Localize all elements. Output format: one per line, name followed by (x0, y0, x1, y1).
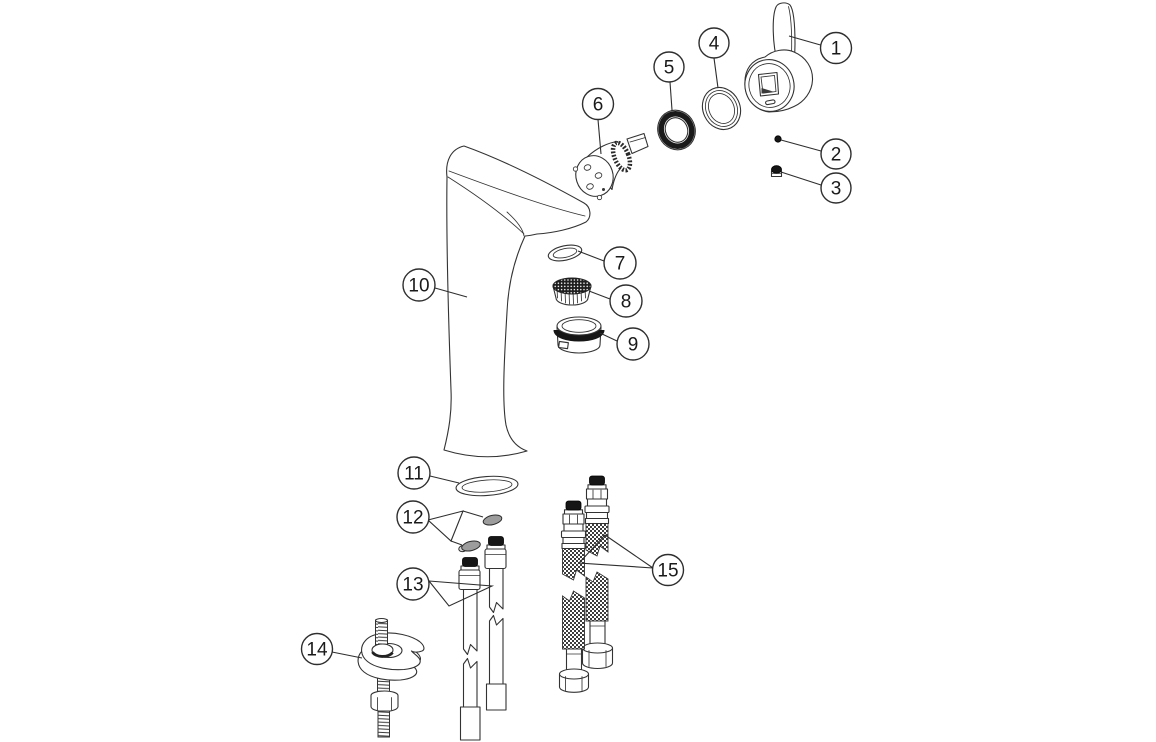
part-aerator-housing (553, 316, 605, 354)
aerator-mesh-face (552, 277, 592, 295)
leader-line-5 (669, 81, 673, 111)
spout-rim-line (448, 170, 586, 217)
callout-8: 8 (588, 284, 643, 318)
callout-number-11: 11 (404, 464, 424, 485)
callout-bubble-12 (396, 500, 430, 534)
callout-bubble-8 (609, 284, 643, 318)
fixing-stud-right (484, 536, 507, 711)
callout-7: 7 (577, 246, 637, 280)
callout-number-4: 4 (709, 34, 720, 55)
leader-tick-12 (462, 510, 484, 518)
callout-13: 13 (396, 567, 495, 607)
callout-10: 10 (402, 268, 468, 302)
leader-line-2 (780, 139, 822, 152)
callout-number-10: 10 (408, 276, 429, 297)
callout-number-14: 14 (306, 640, 328, 661)
callout-number-1: 1 (831, 39, 842, 60)
leader-line-10 (434, 287, 468, 298)
callout-1: 1 (788, 31, 853, 65)
callout-number-6: 6 (593, 95, 604, 116)
part-seal-ring (701, 86, 742, 131)
callout-number-3: 3 (831, 179, 842, 200)
leader-line-4 (713, 57, 719, 89)
part-handle-cap (770, 165, 783, 178)
leader-line-7 (577, 250, 605, 262)
callout-number-13: 13 (402, 575, 423, 596)
leader-line-11 (429, 475, 460, 484)
callout-number-15: 15 (657, 561, 678, 582)
leader-line-12 (426, 510, 464, 542)
part-flexible-hoses (558, 475, 614, 693)
part-aerator-insert (552, 277, 592, 306)
part-tap-body (443, 145, 591, 458)
callout-bubble-13 (396, 567, 430, 601)
callout-number-8: 8 (621, 292, 632, 313)
callout-bubble-2 (820, 138, 852, 170)
leader-line-1 (788, 35, 821, 46)
leader-line-15 (577, 534, 655, 569)
callout-bubble-11 (397, 456, 431, 490)
part-handle (744, 2, 814, 113)
callout-15: 15 (577, 534, 685, 587)
leader-line-13 (427, 580, 495, 607)
flexible-hose-left (558, 500, 590, 693)
leader-line-3 (780, 171, 822, 186)
part-fixing-studs (458, 536, 507, 741)
callout-bubble-9 (616, 327, 650, 361)
callout-12: 12 (396, 500, 484, 546)
callout-bubble-14 (300, 632, 334, 666)
part-spout-washer (547, 244, 583, 262)
callout-bubble-1 (819, 31, 853, 65)
leader-tick-12 (450, 540, 463, 546)
part-base-gaskets (458, 514, 503, 553)
spout-underside-line (447, 176, 525, 235)
callout-9: 9 (599, 327, 650, 361)
callout-bubble-3 (820, 172, 852, 204)
part-grub-screw (774, 135, 782, 143)
spout-neck-line (506, 211, 525, 237)
callout-number-5: 5 (664, 58, 675, 79)
callout-4: 4 (698, 27, 730, 89)
part-retaining-nut (657, 109, 696, 151)
callout-number-12: 12 (402, 508, 423, 529)
leader-line-8 (588, 290, 611, 300)
flexible-hose-right (581, 475, 614, 670)
leader-line-6 (597, 119, 602, 155)
callout-bubble-15 (651, 553, 685, 587)
callout-14: 14 (300, 632, 363, 666)
callout-3: 3 (780, 171, 852, 204)
callout-2: 2 (780, 138, 852, 170)
callout-number-9: 9 (628, 335, 639, 356)
leader-line-14 (331, 651, 363, 659)
callout-bubble-5 (653, 51, 685, 83)
callout-6: 6 (581, 87, 615, 155)
leader-line-9 (599, 332, 618, 342)
callout-number-7: 7 (615, 254, 626, 275)
callout-number-2: 2 (831, 145, 842, 166)
part-base-o-ring (455, 475, 519, 497)
callout-bubble-4 (698, 27, 730, 59)
callout-5: 5 (653, 51, 685, 111)
part-cartridge (572, 132, 649, 201)
fixing-stud-left (458, 557, 481, 741)
callout-bubble-7 (603, 246, 637, 280)
part-mounting-clamp (357, 617, 425, 738)
cartridge-gear-ring (610, 140, 633, 173)
cartridge-stem (626, 132, 649, 155)
callout-11: 11 (397, 456, 460, 490)
callout-bubble-10 (402, 268, 436, 302)
callout-bubble-6 (581, 87, 615, 121)
